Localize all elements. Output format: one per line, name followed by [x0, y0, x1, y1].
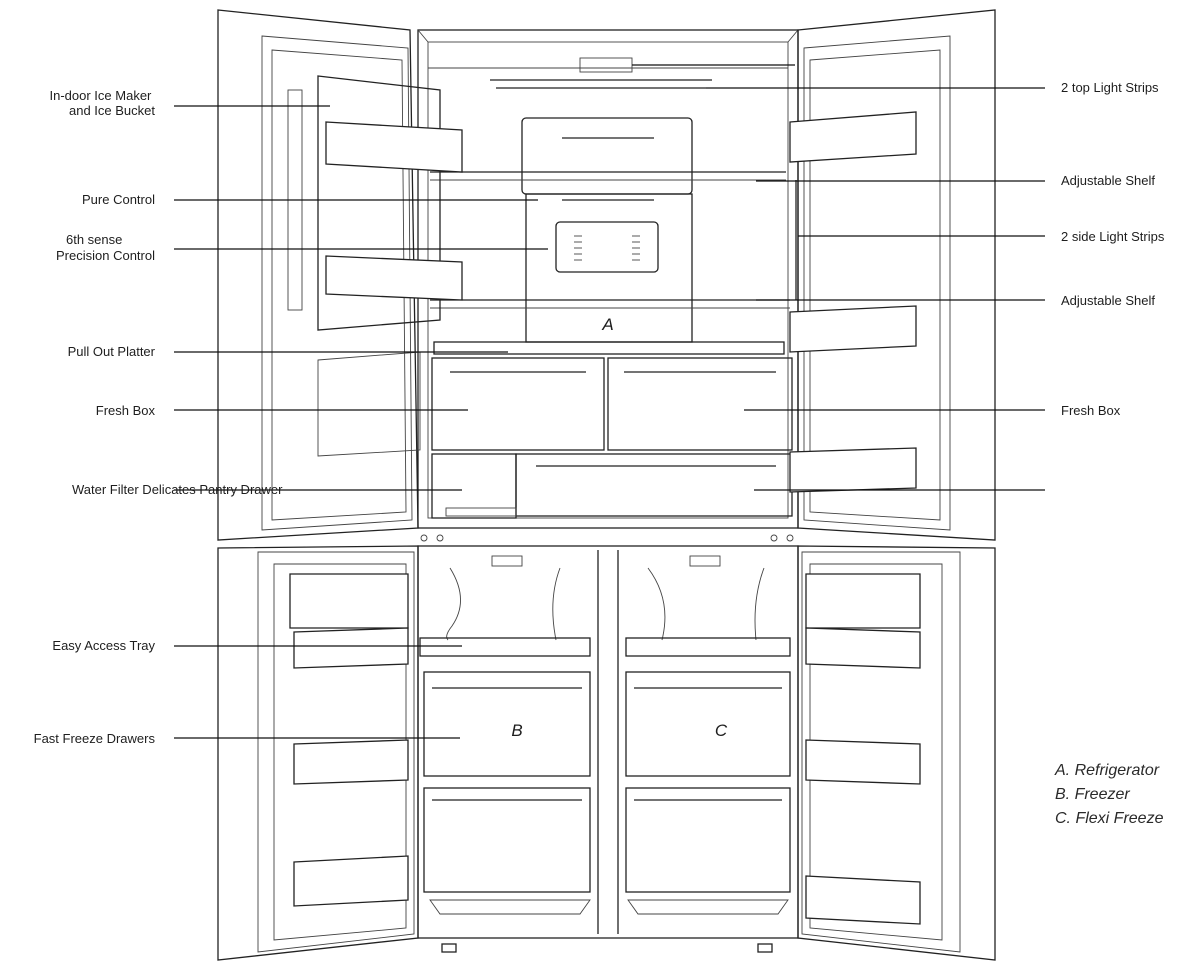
- left-freezer-bin-1: [289, 573, 409, 629]
- right-freezer-bin-2: [805, 739, 921, 785]
- legend-flexi-freeze: C. Flexi Freeze: [1055, 810, 1164, 827]
- label-shelf-2: Adjustable Shelf: [1061, 293, 1155, 308]
- left-freezer-bin-2: [293, 739, 409, 785]
- right-door-bin-2: [789, 305, 917, 353]
- flexi-drawer-2: [625, 787, 791, 893]
- flexi-drawer-1: [625, 671, 791, 777]
- easy-access-tray-right: [625, 637, 791, 657]
- easy-access-tray-left: [419, 637, 591, 657]
- freezer-cabinet: [417, 545, 799, 939]
- label-fast-freeze: Fast Freeze Drawers: [34, 731, 156, 746]
- fridge-drawing: [217, 9, 996, 961]
- left-door-bin-2: [325, 255, 463, 301]
- fridge-cabinet: [417, 29, 799, 529]
- label-precision-control: 6th sense Precision Control: [56, 232, 155, 263]
- label-side-light: 2 side Light Strips: [1061, 229, 1165, 244]
- left-fridge-door: [217, 9, 419, 541]
- label-shelf-1: Adjustable Shelf: [1061, 173, 1155, 188]
- zone-a-label: A: [601, 315, 613, 334]
- pantry-drawer: [515, 453, 793, 517]
- ice-maker-compartment: [317, 75, 441, 331]
- left-labels: In-door Ice Maker and Ice Bucket Pure Co…: [34, 88, 284, 746]
- right-freezer-bin-3: [805, 875, 921, 925]
- label-easy-access-tray: Easy Access Tray: [52, 638, 155, 653]
- legend-refrigerator: A. Refrigerator: [1054, 762, 1160, 779]
- label-fresh-box-right: Fresh Box: [1061, 403, 1121, 418]
- pull-out-platter: [433, 341, 785, 355]
- zone-c-label: C: [715, 721, 728, 740]
- label-top-light: 2 top Light Strips: [1061, 80, 1159, 95]
- label-water-filter-pantry: Water Filter Delicates Pantry Drawer: [72, 482, 283, 497]
- left-freezer-door: [217, 545, 419, 961]
- zone-legend: A. Refrigerator B. Freezer C. Flexi Free…: [1054, 762, 1164, 827]
- right-door-bin-3: [789, 447, 917, 493]
- left-door-bin-1: [325, 121, 463, 173]
- right-labels: 2 top Light Strips Adjustable Shelf 2 si…: [1061, 80, 1165, 418]
- right-fridge-door: [797, 9, 996, 541]
- label-ice-maker: In-door Ice Maker and Ice Bucket: [50, 88, 156, 118]
- fresh-box-left: [431, 357, 605, 451]
- zone-b-label: B: [511, 721, 522, 740]
- right-freezer-door: [797, 545, 996, 961]
- freezer-drawer-2: [423, 787, 591, 893]
- top-light-housing: [579, 57, 633, 73]
- right-door-bin-1: [789, 111, 917, 163]
- leader-lines: [174, 64, 1045, 739]
- right-freezer-bin-1: [805, 573, 921, 629]
- label-pull-out-platter: Pull Out Platter: [68, 344, 156, 359]
- legend-freezer: B. Freezer: [1055, 786, 1130, 803]
- left-freezer-bin-3: [293, 855, 409, 907]
- fresh-box-right: [607, 357, 793, 451]
- pure-control-box: [521, 117, 693, 195]
- label-fresh-box-left: Fresh Box: [96, 403, 156, 418]
- label-pure-control: Pure Control: [82, 192, 155, 207]
- precision-control-panel: [555, 221, 659, 273]
- freezer-drawer-1: [423, 671, 591, 777]
